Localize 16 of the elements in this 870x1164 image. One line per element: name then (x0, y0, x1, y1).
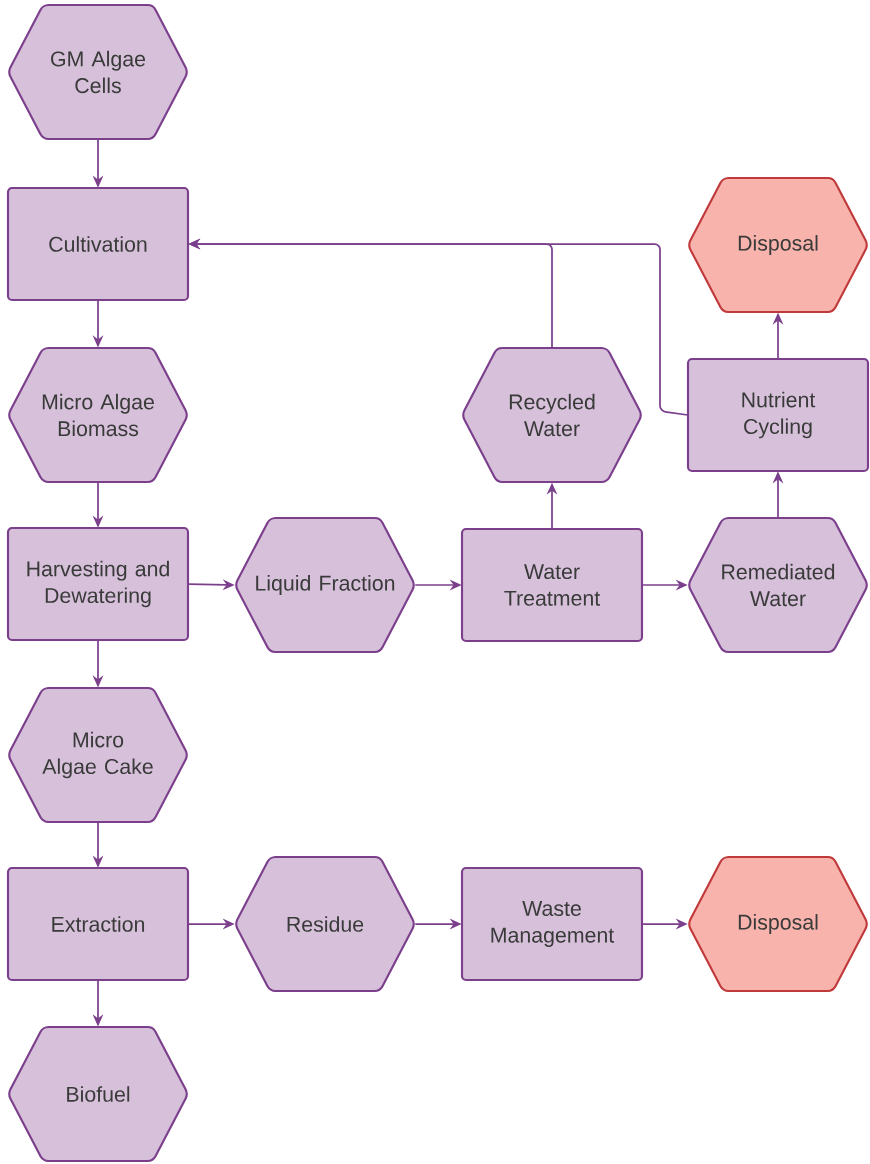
process-hexagon: Disposal (688, 855, 868, 993)
process-hexagon: Disposal (688, 176, 868, 314)
process-hexagon: Biofuel (8, 1025, 188, 1163)
process-hexagon: Liquid Fraction (235, 516, 415, 654)
process-hexagon: Residue (235, 855, 415, 993)
process-hexagon: Recycled Water (462, 346, 642, 484)
process-hexagon: Micro Algae Biomass (8, 346, 188, 484)
process-box: Cultivation (6, 186, 190, 302)
process-hexagon: GM Algae Cells (8, 3, 188, 141)
process-box: Harvesting and Dewatering (6, 526, 190, 642)
process-box: Extraction (6, 866, 190, 982)
process-box: Water Treatment (460, 527, 644, 643)
process-hexagon: Micro Algae Cake (8, 686, 188, 824)
process-hexagon: Remediated Water (688, 516, 868, 654)
process-box: Waste Management (460, 866, 644, 982)
process-box: Nutrient Cycling (686, 357, 870, 473)
